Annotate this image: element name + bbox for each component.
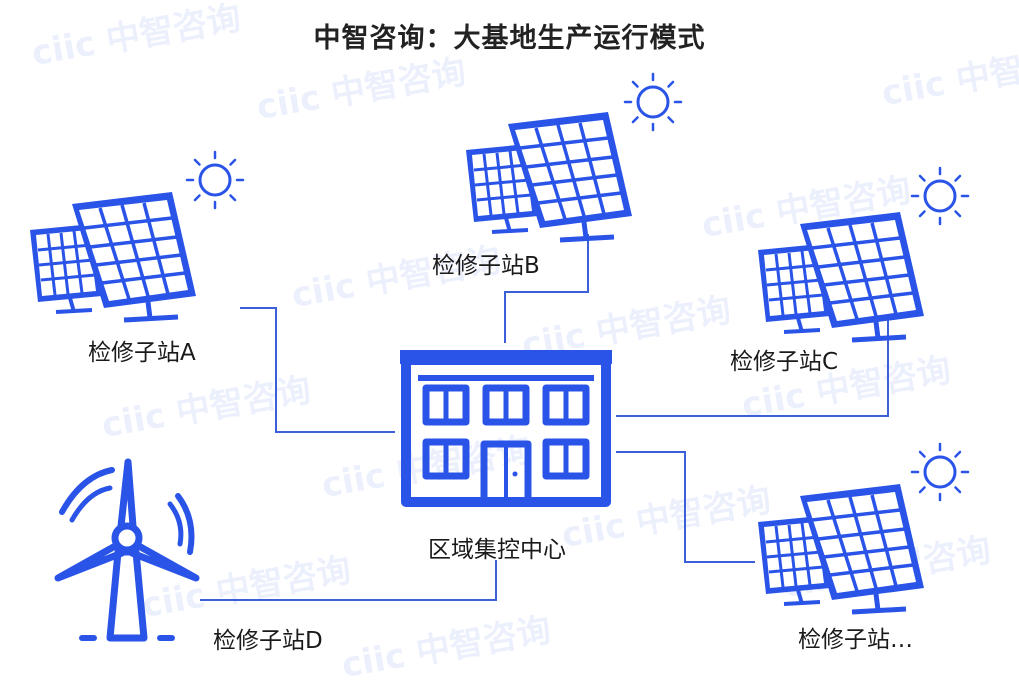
connector-a <box>240 307 395 433</box>
connector-more <box>616 451 755 563</box>
sun-icon <box>910 166 970 226</box>
wind-turbine-icon <box>54 458 200 642</box>
solar-panel-icon <box>30 192 196 320</box>
sun-icon <box>910 442 970 502</box>
station-c-label: 检修子站C <box>730 349 839 375</box>
station-more-label: 检修子站… <box>798 627 913 653</box>
connector-d <box>200 560 497 601</box>
connection-lines <box>200 234 889 601</box>
station-b-label: 检修子站B <box>432 253 540 279</box>
sun-icon <box>623 72 683 132</box>
station-a-label: 检修子站A <box>88 340 196 366</box>
solar-panel-icon <box>466 112 632 240</box>
solar-panel-icon <box>758 484 924 612</box>
solar-panel-icon <box>758 212 924 340</box>
connector-c <box>616 316 889 417</box>
page-title: 中智咨询：大基地生产运行模式 <box>313 23 706 54</box>
control-center-building-icon <box>400 350 612 507</box>
control-center-label: 区域集控中心 <box>428 537 566 563</box>
sun-icon <box>185 150 245 210</box>
connector-b <box>504 234 589 343</box>
station-d-label: 检修子站D <box>213 628 323 654</box>
